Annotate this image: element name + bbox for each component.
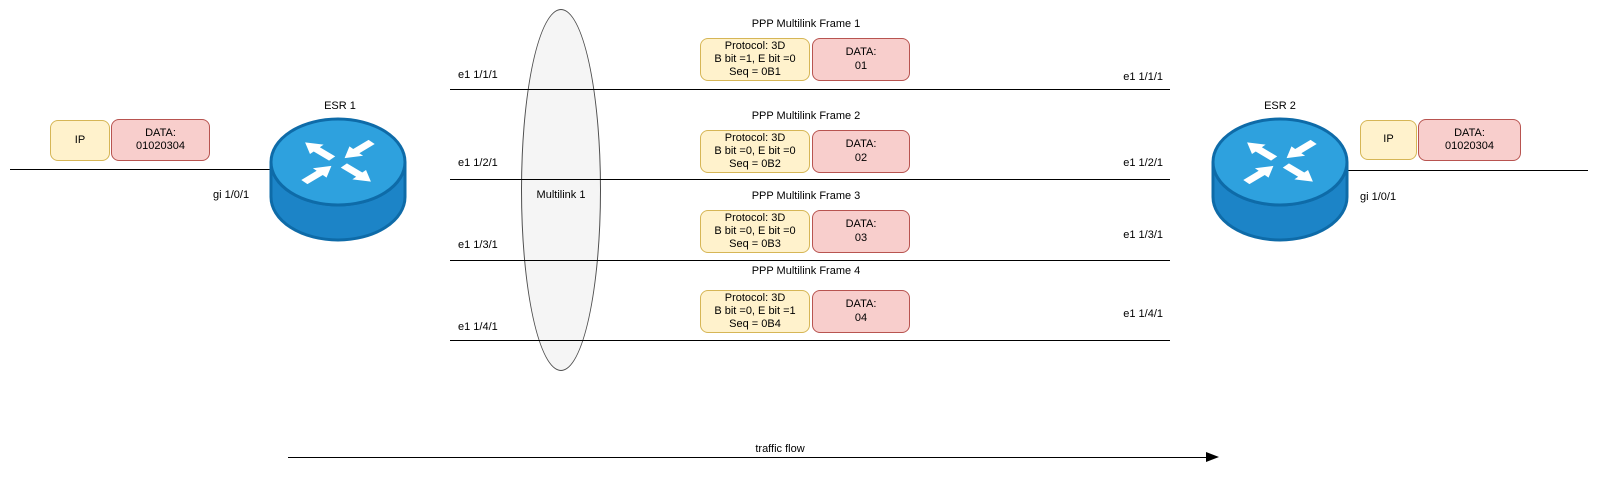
- data-title: DATA:: [845, 46, 877, 58]
- router-icon: [1211, 117, 1349, 242]
- frame-4-protocol-box: Protocol: 3D B bit =0, E bit =1 Seq = 0B…: [700, 290, 810, 333]
- data-value: 01020304: [1445, 140, 1494, 152]
- link-2-right-interface-label: e1 1/2/1: [1123, 157, 1163, 169]
- left-ip-header-box: IP: [50, 120, 110, 161]
- left-router-label: ESR 1: [324, 100, 356, 112]
- ip-header-label: IP: [74, 133, 86, 146]
- left-access-link-line: [10, 169, 276, 170]
- sequence: Seq = 0B2: [729, 158, 781, 170]
- frame-1-data-box: DATA: 01: [812, 38, 910, 81]
- link-4-right-interface-label: e1 1/4/1: [1123, 308, 1163, 320]
- frame-4-data-box: DATA: 04: [812, 290, 910, 333]
- data-title: DATA:: [145, 126, 176, 139]
- ip-header-label: IP: [1383, 133, 1394, 146]
- sequence: Seq = 0B4: [729, 318, 781, 330]
- data-title: DATA:: [1454, 126, 1485, 139]
- left-interface-label: gi 1/0/1: [213, 189, 250, 201]
- link-2-left-interface-label: e1 1/2/1: [458, 157, 498, 169]
- data-value: 03: [854, 231, 868, 244]
- data-title: DATA:: [845, 138, 877, 150]
- protocol-id: Protocol: 3D: [724, 40, 786, 52]
- data-value: 01020304: [136, 140, 185, 152]
- member-link-line-1: [450, 89, 1170, 90]
- right-ip-header-box: IP: [1360, 120, 1417, 160]
- traffic-flow-label: traffic flow: [755, 443, 805, 455]
- member-link-line-4: [450, 340, 1170, 341]
- traffic-flow-arrowhead-icon: [1206, 452, 1219, 462]
- multilink-label: Multilink 1: [536, 189, 586, 201]
- link-4-left-interface-label: e1 1/4/1: [458, 321, 498, 333]
- data-value: 02: [854, 151, 868, 164]
- right-router-label: ESR 2: [1264, 100, 1296, 112]
- frame-4-title: PPP Multilink Frame 4: [751, 265, 861, 277]
- member-link-line-3: [450, 260, 1170, 261]
- frame-3-title: PPP Multilink Frame 3: [751, 190, 861, 202]
- link-3-right-interface-label: e1 1/3/1: [1123, 229, 1163, 241]
- data-title: DATA:: [845, 298, 877, 310]
- frame-3-protocol-box: Protocol: 3D B bit =0, E bit =0 Seq = 0B…: [700, 210, 810, 253]
- be-bits: B bit =0, E bit =1: [714, 305, 796, 317]
- frame-2-data-box: DATA: 02: [812, 130, 910, 173]
- data-title: DATA:: [845, 218, 877, 230]
- be-bits: B bit =0, E bit =0: [714, 145, 796, 157]
- protocol-id: Protocol: 3D: [724, 132, 786, 144]
- data-value: 01: [854, 59, 868, 72]
- frame-2-protocol-box: Protocol: 3D B bit =0, E bit =0 Seq = 0B…: [700, 130, 810, 173]
- traffic-flow-line: [288, 457, 1208, 458]
- right-interface-label: gi 1/0/1: [1360, 191, 1397, 203]
- link-1-left-interface-label: e1 1/1/1: [458, 69, 498, 81]
- left-data-box: DATA: 01020304: [111, 119, 210, 161]
- frame-1-title: PPP Multilink Frame 1: [751, 18, 861, 30]
- sequence: Seq = 0B1: [729, 66, 781, 78]
- right-access-link-line: [1348, 170, 1588, 171]
- router-icon: [269, 117, 407, 242]
- be-bits: B bit =1, E bit =0: [714, 53, 796, 65]
- sequence: Seq = 0B3: [729, 238, 781, 250]
- frame-1-protocol-box: Protocol: 3D B bit =1, E bit =0 Seq = 0B…: [700, 38, 810, 81]
- be-bits: B bit =0, E bit =0: [714, 225, 796, 237]
- member-link-line-2: [450, 179, 1170, 180]
- right-data-box: DATA: 01020304: [1418, 119, 1521, 161]
- frame-3-data-box: DATA: 03: [812, 210, 910, 253]
- multilink-bundle-ellipse: [521, 9, 601, 371]
- protocol-id: Protocol: 3D: [724, 292, 786, 304]
- protocol-id: Protocol: 3D: [724, 212, 786, 224]
- link-3-left-interface-label: e1 1/3/1: [458, 239, 498, 251]
- data-value: 04: [854, 311, 868, 324]
- frame-2-title: PPP Multilink Frame 2: [751, 110, 861, 122]
- link-1-right-interface-label: e1 1/1/1: [1123, 71, 1163, 83]
